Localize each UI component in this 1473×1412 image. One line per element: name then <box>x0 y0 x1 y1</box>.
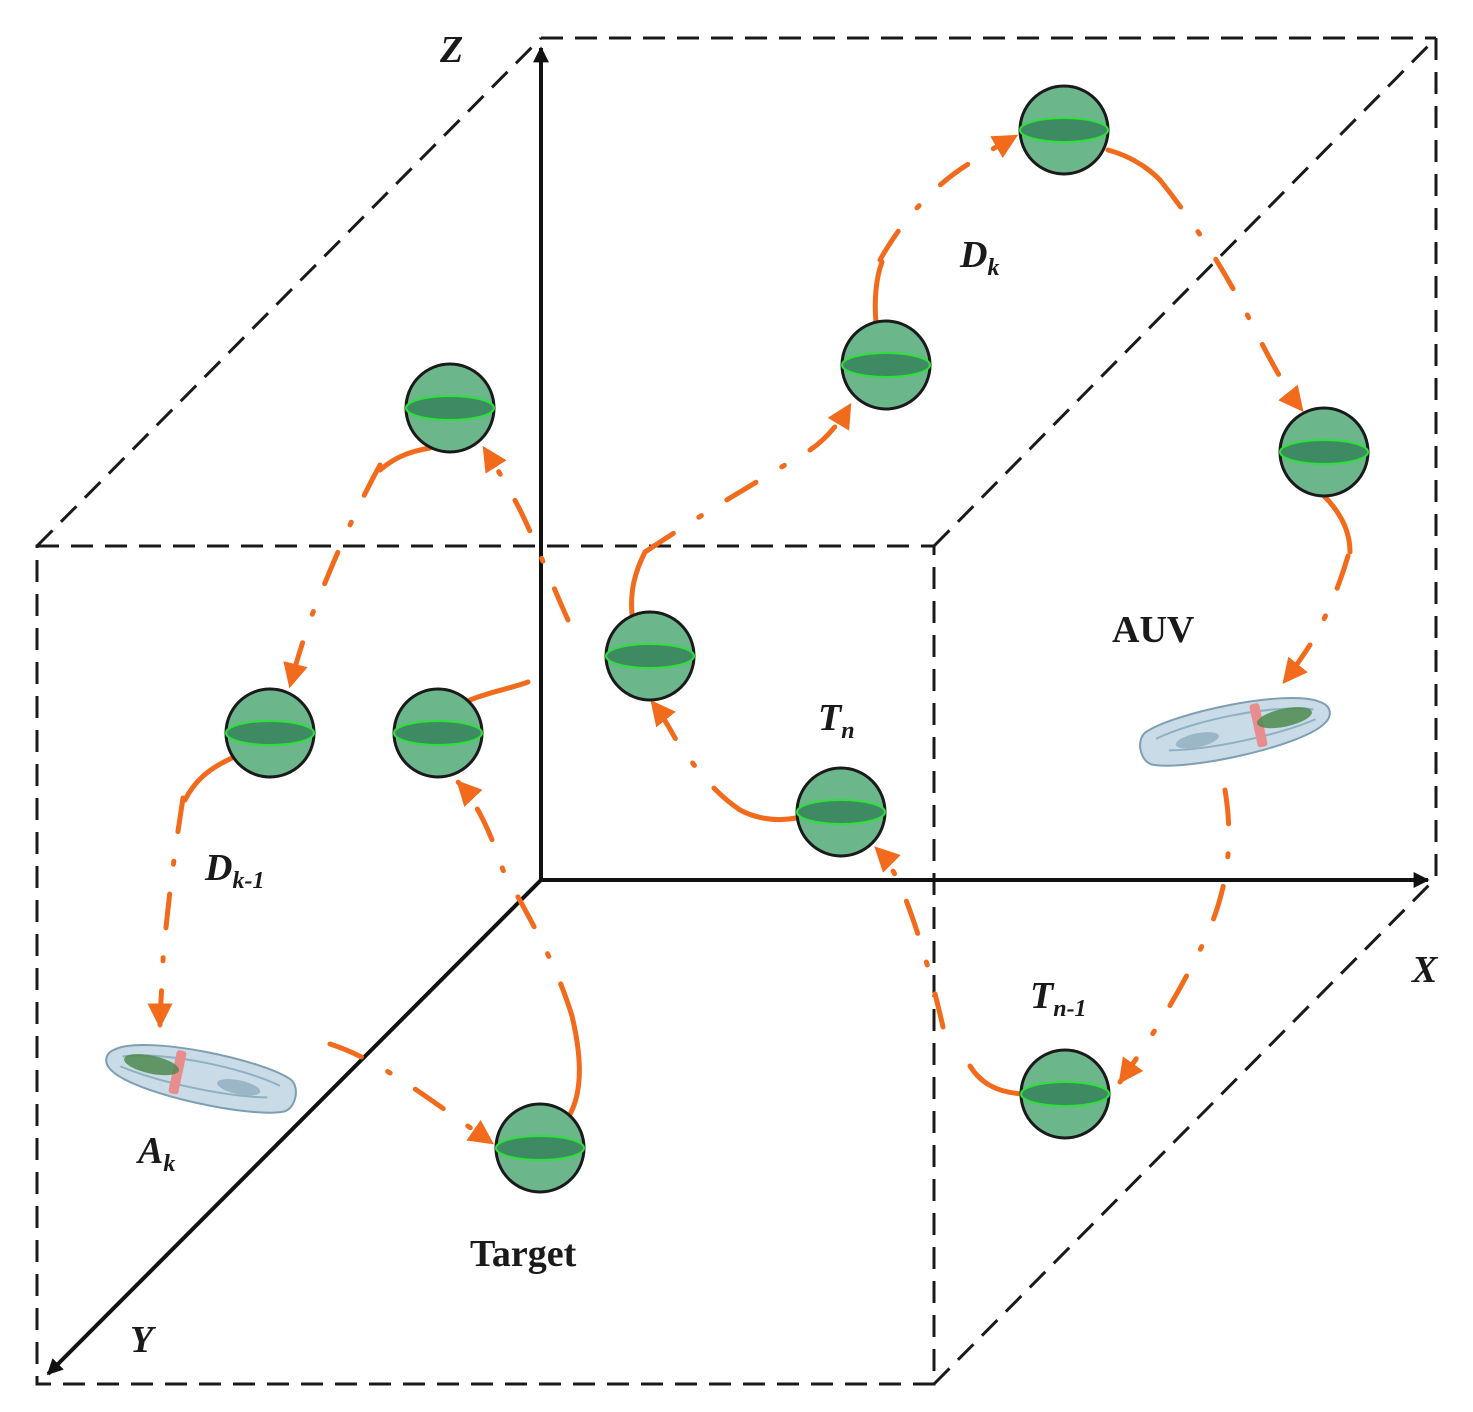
labels: Z X Y Dk Dk-1 Tn Tn-1 Ak AUV Target <box>130 29 1439 1361</box>
cube-edge-top-right <box>932 36 1438 548</box>
hook-top-left <box>377 445 433 473</box>
path-node-to-mid-top <box>642 402 853 555</box>
trajectory-paths <box>147 133 1351 1146</box>
path-right-to-auv <box>1281 553 1351 685</box>
sensor-node-icon <box>494 1102 586 1194</box>
hook-top-right <box>1105 147 1163 183</box>
sensor-node-icon <box>404 362 496 454</box>
label-dk: Dk <box>959 234 999 281</box>
label-dk1: Dk-1 <box>204 847 264 894</box>
y-axis <box>46 878 543 1376</box>
sensor-node-icon <box>1018 84 1110 176</box>
cube-frame <box>35 36 1438 1386</box>
axes <box>46 46 1430 1376</box>
hook-dk1 <box>182 755 235 803</box>
axis-x-label: X <box>1411 949 1439 991</box>
cube-front-face <box>35 544 936 1386</box>
hook-right <box>1321 493 1353 555</box>
path-top-right-to-right <box>1157 177 1305 413</box>
axis-z-label: Z <box>439 29 463 71</box>
hook-mid-top <box>872 259 885 325</box>
path-ak-to-target <box>327 1041 495 1146</box>
path-tn-to-node-center <box>649 699 743 813</box>
hook-tn1 <box>967 1063 1025 1097</box>
cube-edge-bottom-right <box>932 876 1438 1386</box>
sensor-node-icon <box>840 319 932 411</box>
cube-edge-top-left <box>35 36 543 548</box>
label-target: Target <box>470 1233 577 1275</box>
sensor-node-icon <box>392 687 484 779</box>
sensor-node-icon <box>224 687 316 779</box>
path-leftup-to-top-left <box>481 445 571 623</box>
path-top-left-to-dk1 <box>283 462 383 689</box>
hook-target <box>565 1013 582 1121</box>
trajectory-hooks <box>182 147 1353 1121</box>
hook-tn <box>737 807 799 823</box>
sensor-node-icon <box>795 766 887 858</box>
path-auv-to-tn1 <box>1117 787 1232 1085</box>
label-ak: Ak <box>136 1130 175 1177</box>
sensor-node-icon <box>1019 1048 1111 1140</box>
auv-vehicle-icon <box>1134 683 1336 777</box>
path-dk1-to-ak <box>147 795 186 1029</box>
label-tn1: Tn-1 <box>1030 975 1087 1022</box>
label-auv: AUV <box>1112 609 1195 651</box>
sensor-node-icon <box>1278 406 1370 498</box>
auv-vehicle-icon <box>100 1030 302 1124</box>
hook-node-mid <box>467 679 531 703</box>
path-mid-top-to-top-right <box>877 133 1019 263</box>
sensor-node-icon <box>604 610 696 702</box>
label-tn: Tn <box>818 697 855 744</box>
hook-node-center <box>629 549 648 617</box>
axis-y-label: Y <box>130 1319 157 1361</box>
path-target-to-node-mid <box>455 779 575 1019</box>
